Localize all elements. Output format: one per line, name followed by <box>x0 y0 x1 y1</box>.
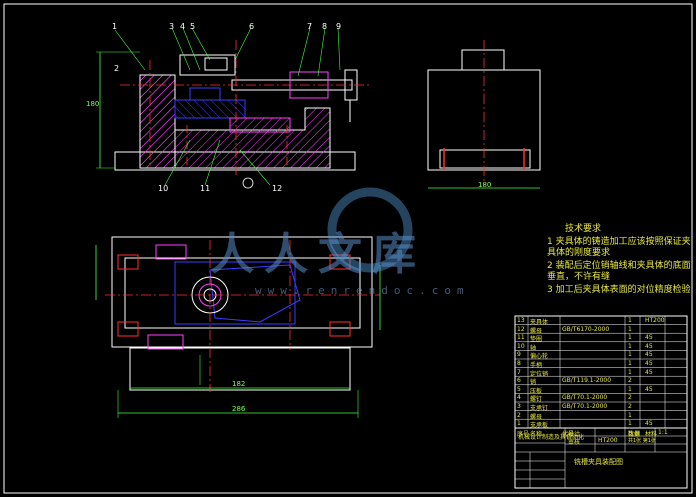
bom-cell-name: 螺母 <box>530 413 543 421</box>
note-item-3: 3 加工后夹具体表面的对位精度检验 <box>547 285 691 295</box>
note-item-1: 1 夹具体的铸造加工应该按照保证夹具体的刚度要求 <box>547 237 691 258</box>
title-scale: 1:1 <box>658 429 668 436</box>
title-school: 机械设计制造及其自动化 <box>518 434 585 441</box>
bom-header-code: 代号 <box>562 430 575 438</box>
balloon-11: 11 <box>200 184 211 193</box>
bom-cell-qty: 1 <box>628 342 632 350</box>
bom-cell-name: 压板 <box>530 387 543 395</box>
bom-cell-no: 3 <box>517 403 521 410</box>
bom-header-name: 名称 <box>530 430 543 438</box>
balloon-10: 10 <box>158 184 169 193</box>
title-drawing-name: 铣槽夹具装配图 <box>574 458 623 466</box>
bom-cell-name: 垫圈 <box>530 336 543 344</box>
bom-cell-name: 夹具体 <box>530 319 549 326</box>
dim-plan-width: 286 <box>232 405 246 413</box>
bom-cell-no: 6 <box>517 377 521 385</box>
balloon-3: 3 <box>169 22 175 31</box>
bom-cell-no: 1 <box>517 420 521 428</box>
bom-cell-name: 支承板 <box>530 422 549 430</box>
technical-notes: 技术要求 1 夹具体的铸造加工应该按照保证夹具体的刚度要求 2 装配后定位销轴线… <box>525 224 696 298</box>
balloon-9: 9 <box>336 22 342 31</box>
side-view <box>427 40 541 189</box>
title-checker: 审核 <box>568 439 581 446</box>
bom-cell-name: 手柄 <box>530 362 543 369</box>
balloon-1: 1 <box>112 22 118 31</box>
bom-cell-qty: 1 <box>628 351 632 359</box>
title-material: HT200 <box>598 437 618 444</box>
bom-cell-qty: 2 <box>628 377 632 385</box>
bom-cell-no: 2 <box>517 411 521 419</box>
bom-cell-mat: 45 <box>645 385 653 393</box>
bom-cell-name: 定位销 <box>530 370 549 378</box>
bom-cell-no: 9 <box>517 351 521 359</box>
bom-cell-mat: 45 <box>645 351 653 359</box>
bom-cell-no: 4 <box>517 394 521 402</box>
title-block <box>514 427 688 489</box>
drawing-border <box>3 3 693 494</box>
bom-cell-qty: 1 <box>628 420 632 428</box>
balloon-8: 8 <box>322 22 328 31</box>
bom-cell-name: 轴 <box>530 344 537 352</box>
bom-cell-name: 销 <box>530 379 537 387</box>
bom-cell-no: 11 <box>517 334 525 342</box>
watermark-url: www.renrendoc.com <box>255 284 470 297</box>
bom-cell-no: 5 <box>517 385 521 393</box>
bom-cell-qty: 1 <box>628 325 632 333</box>
balloon-6: 6 <box>249 22 255 31</box>
bom-cell-qty: 2 <box>628 403 632 410</box>
balloon-5: 5 <box>190 22 196 31</box>
bom-cell-no: 13 <box>517 317 525 324</box>
notes-title: 技术要求 <box>565 224 602 234</box>
bom-cell-no: 8 <box>517 360 521 367</box>
balloon-2: 2 <box>114 64 120 73</box>
bom-cell-code: GB/T70.1-2000 <box>562 403 608 410</box>
bom-cell-code: GB/T70.1-2000 <box>562 394 608 402</box>
bom-cell-qty: 2 <box>628 394 632 402</box>
bom-cell-name: 螺母 <box>530 327 543 335</box>
dim-width-side: 180 <box>478 181 492 189</box>
bom-cell-mat: 45 <box>645 420 653 428</box>
bom-cell-qty: 1 <box>628 411 632 419</box>
bom-cell-no: 12 <box>517 325 525 333</box>
title-scale-label: 比例 <box>628 431 641 438</box>
bom-table <box>514 315 688 429</box>
bom-cell-qty: 1 <box>628 317 632 324</box>
note-item-2: 2 装配后定位销轴线和夹具体的底面垂直，不许有缝 <box>547 261 691 282</box>
bom-cell-code: GB/T119.1-2000 <box>562 377 612 385</box>
watermark-logo-icon <box>327 187 413 273</box>
bom-cell-mat: 45 <box>645 334 653 342</box>
bom-header-mat: 材料 <box>645 430 658 438</box>
dim-height-left: 180 <box>86 100 100 108</box>
balloon-4: 4 <box>180 22 186 31</box>
balloon-7: 7 <box>307 22 313 31</box>
bom-cell-no: 10 <box>517 342 525 350</box>
plan-view <box>95 236 381 418</box>
dim-plan-inner: 182 <box>232 380 246 388</box>
bom-cell-qty: 1 <box>628 368 632 376</box>
front-view <box>96 27 370 189</box>
bom-cell-mat: 45 <box>645 360 653 367</box>
bom-cell-name: 支承钉 <box>530 405 549 412</box>
bom-header-qty: 数量 <box>628 430 641 438</box>
bom-cell-mat: HT200 <box>645 317 665 324</box>
title-sheet: 共1张 第1张 <box>628 438 656 444</box>
bom-cell-qty: 1 <box>628 334 632 342</box>
watermark-text: 人人文库 <box>210 229 426 280</box>
bom-cell-mat: 45 <box>645 368 653 376</box>
bom-cell-qty: 1 <box>628 385 632 393</box>
bom-header-no: 序号 <box>517 430 530 438</box>
bom-cell-code: GB/T6170-2000 <box>562 325 610 333</box>
bom-cell-name: 偏心轮 <box>530 353 549 361</box>
bom-cell-name: 螺钉 <box>530 396 543 404</box>
balloon-12: 12 <box>272 184 283 193</box>
bom-cell-no: 7 <box>517 368 521 376</box>
bom-cell-qty: 1 <box>628 360 632 367</box>
title-designer: 设计 <box>568 431 581 438</box>
bom-cell-mat: 45 <box>645 342 653 350</box>
